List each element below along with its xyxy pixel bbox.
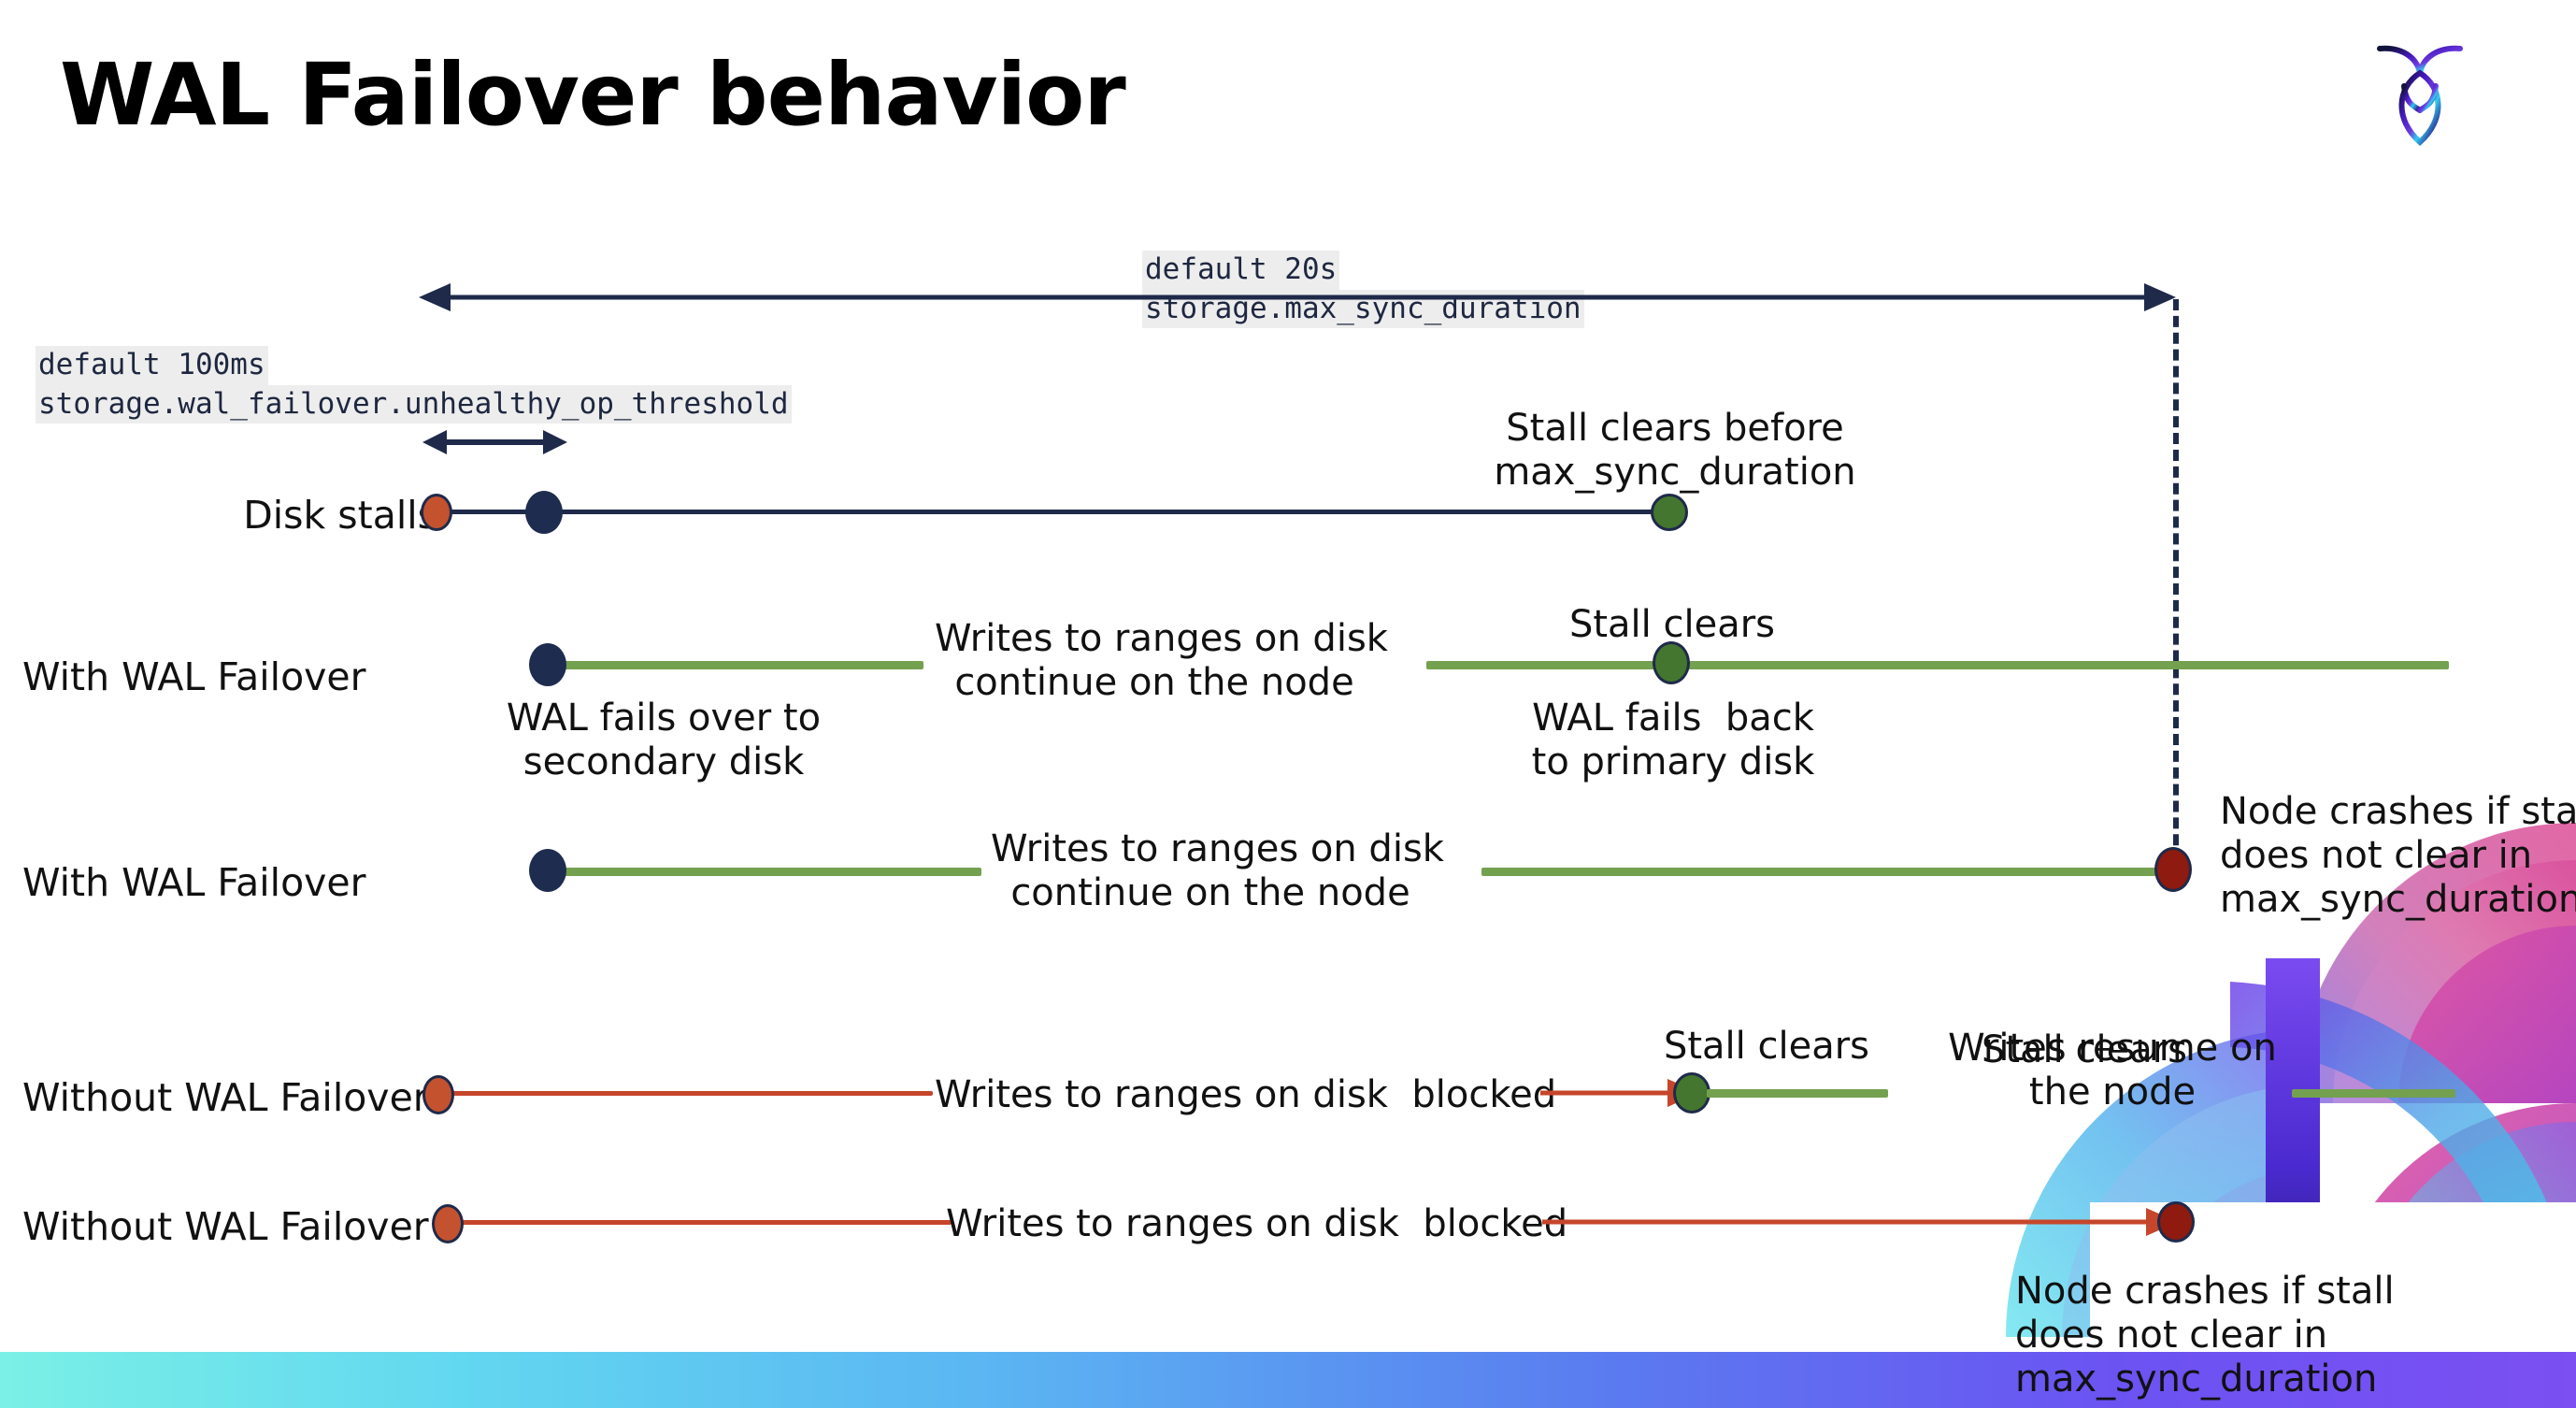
with-wal-failover-2-segment-a	[550, 868, 981, 876]
disk-stall-start-dot-2	[422, 1075, 454, 1114]
note-stall-clears-2-left: Stall clears	[1663, 1025, 1870, 1068]
with-wal-failover-2-segment-b	[1481, 868, 2178, 876]
without-wal-failover-2-blocked-arrow	[1542, 1204, 2178, 1240]
max-sync-duration-arrow	[419, 273, 2176, 322]
without-wal-failover-2-blocked-a	[456, 1220, 952, 1225]
row-label-with-wal-failover-1: With WAL Failover	[22, 654, 366, 699]
unhealthy-op-threshold-annotation: default 100ms storage.wal_failover.unhea…	[36, 346, 792, 424]
with-wal-failover-1-segment-b	[1426, 661, 2449, 669]
unhealthy-op-setting-label: storage.wal_failover.unhealthy_op_thresh…	[36, 384, 792, 424]
note-writes-blocked-2: Writes to ranges on disk blocked	[946, 1202, 1568, 1245]
note-writes-continue-2: Writes to ranges on disk continue on the…	[991, 827, 1444, 915]
row-label-with-wal-failover-2: With WAL Failover	[22, 860, 366, 905]
max-sync-dashed-line	[2173, 299, 2179, 879]
note-stall-clears-2: Stall clears	[1981, 1028, 2188, 1071]
page-title: WAL Failover behavior	[60, 45, 1126, 145]
note-writes-resume: Writes resume on the node	[1948, 1027, 2277, 1114]
note-node-crashes-2: Node crashes if stall does not clear in …	[2015, 1270, 2395, 1401]
stall-clears-dot-1	[1653, 641, 1690, 684]
row-label-disk-stalls: Disk stalls	[243, 493, 437, 538]
with-wal-failover-1-segment-a	[550, 661, 923, 669]
unhealthy-op-threshold-arrow	[422, 426, 567, 458]
disk-stalls-timeline	[437, 510, 1671, 514]
note-writes-continue-1: Writes to ranges on disk continue on the…	[935, 617, 1388, 705]
max-sync-default-label: default 20s	[1142, 251, 1340, 290]
wal-failover-trigger-dot	[525, 491, 563, 534]
wal-failover-start-dot-2	[529, 849, 566, 892]
note-node-crashes-1: Node crashes if stall does not clear in …	[2220, 790, 2576, 922]
without-wal-failover-1-resume-a	[1707, 1089, 1888, 1098]
disk-stall-start-dot	[421, 494, 452, 531]
unhealthy-op-default-label: default 100ms	[36, 346, 268, 385]
without-wal-failover-1-resume-b	[2292, 1089, 2455, 1098]
note-stall-clears-1: Stall clears	[1568, 603, 1776, 646]
note-wal-fails-back: WAL fails back to primary disk	[1531, 697, 1815, 784]
note-writes-blocked-1: Writes to ranges on disk blocked	[935, 1073, 1557, 1116]
without-wal-failover-1-blocked-a	[447, 1091, 933, 1096]
node-crash-dot-2	[2157, 1201, 2195, 1243]
row-label-without-wal-failover-2: Without WAL Failover	[22, 1204, 429, 1249]
stall-clears-dot-2	[1673, 1072, 1710, 1113]
disk-stall-start-dot-3	[432, 1204, 464, 1243]
note-wal-fails-over: WAL fails over to secondary disk	[506, 697, 822, 784]
row-label-without-wal-failover-1: Without WAL Failover	[22, 1075, 429, 1120]
disk-stall-clear-dot	[1651, 494, 1688, 531]
cockroachdb-logo-icon	[2368, 28, 2471, 150]
node-crash-dot-1	[2154, 847, 2192, 892]
note-stall-clears-before-max-sync: Stall clears before max_sync_duration	[1494, 407, 1856, 495]
bottom-gradient-bar	[0, 1352, 2576, 1408]
wal-failover-start-dot-1	[529, 643, 566, 686]
